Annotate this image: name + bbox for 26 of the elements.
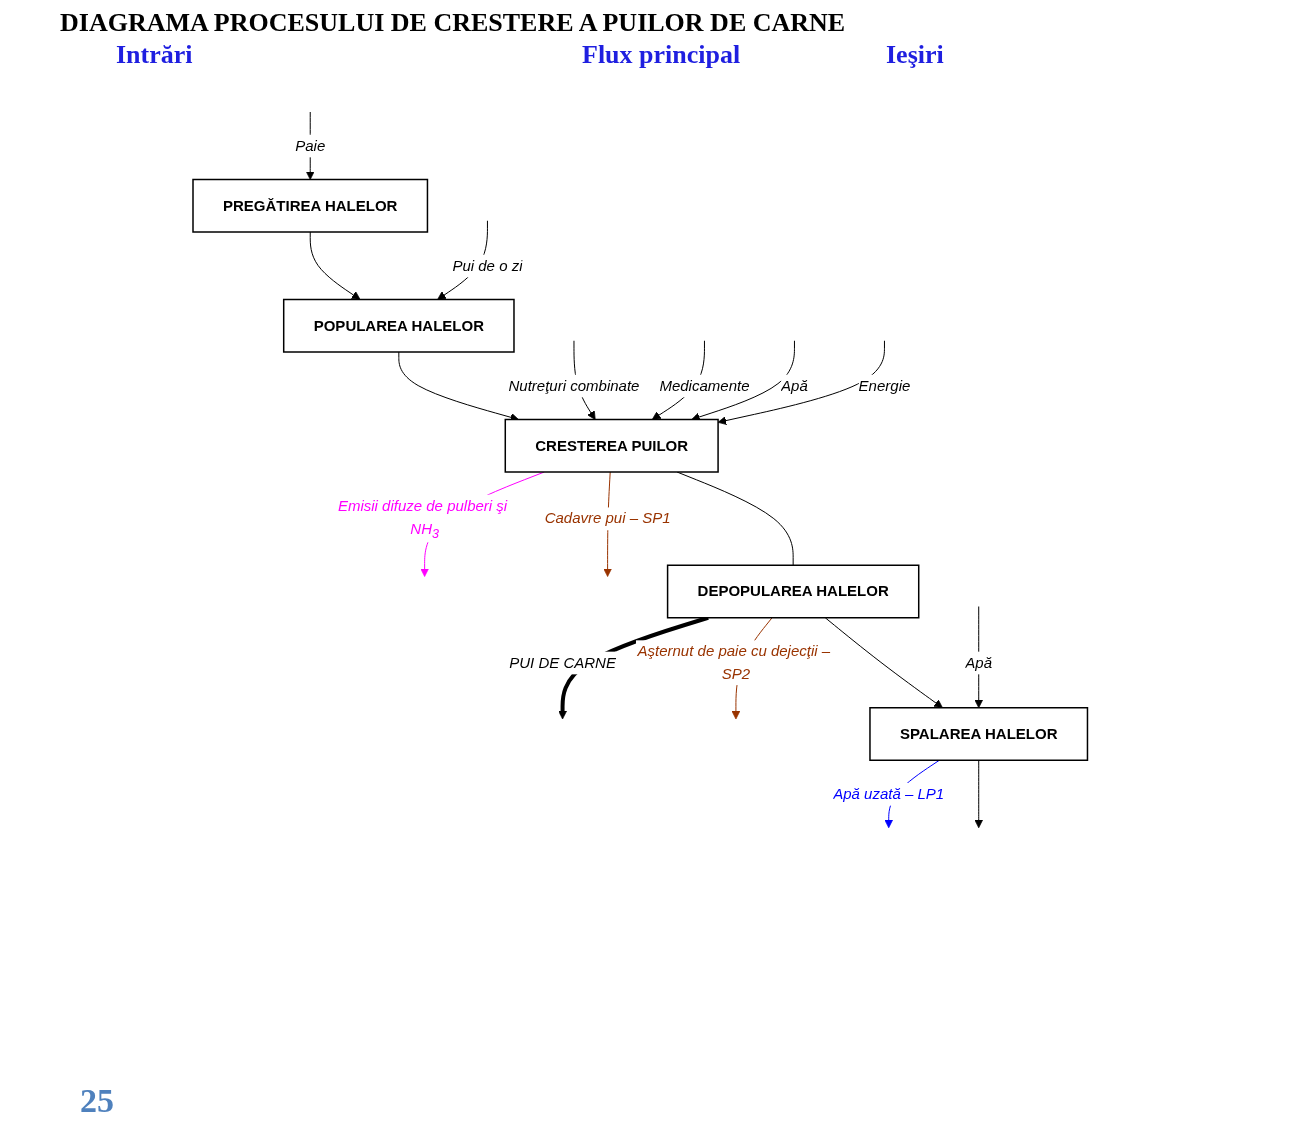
arrow	[824, 617, 943, 709]
column-heading: Flux principal	[582, 40, 741, 70]
column-heading: Intrări	[116, 40, 193, 70]
edge-label: Aşternut de paie cu dejecţii – SP2	[637, 642, 830, 682]
node-box: DEPOPULAREA HALELOR	[666, 564, 920, 619]
node-box: CRESTEREA PUILOR	[504, 418, 719, 473]
edge-label: Energie	[858, 376, 911, 394]
edge-label: Paie	[294, 136, 326, 154]
diagram-title: DIAGRAMA PROCESULUI DE CRESTERE A PUILOR DE CARNE	[60, 8, 846, 38]
edge-label: Apă	[965, 653, 992, 671]
arrow	[974, 759, 983, 829]
edge-label: Apă uzată – LP1	[833, 784, 944, 802]
arrow	[309, 231, 361, 300]
edge-label: Cadavre pui – SP1	[544, 509, 671, 527]
edge-label: Emisii difuze de pulberi şi NH$_{3}$	[337, 496, 507, 540]
edge-label: Apă	[780, 376, 808, 394]
arrow	[717, 340, 885, 425]
column-heading: Ieşiri	[886, 40, 944, 70]
node-box: POPULAREA HALELOR	[282, 298, 515, 353]
edge-label: Nutreţuri combinate	[508, 376, 640, 394]
edge-label: Medicamente	[659, 376, 750, 394]
page-number: 25	[80, 1082, 114, 1120]
node-box: PREGĂTIREA HALELOR	[192, 178, 428, 233]
edge-label: PUI DE CARNE	[508, 653, 616, 671]
edge-label: Pui de o zi	[452, 256, 523, 274]
node-box: SPALAREA HALELOR	[869, 707, 1088, 761]
